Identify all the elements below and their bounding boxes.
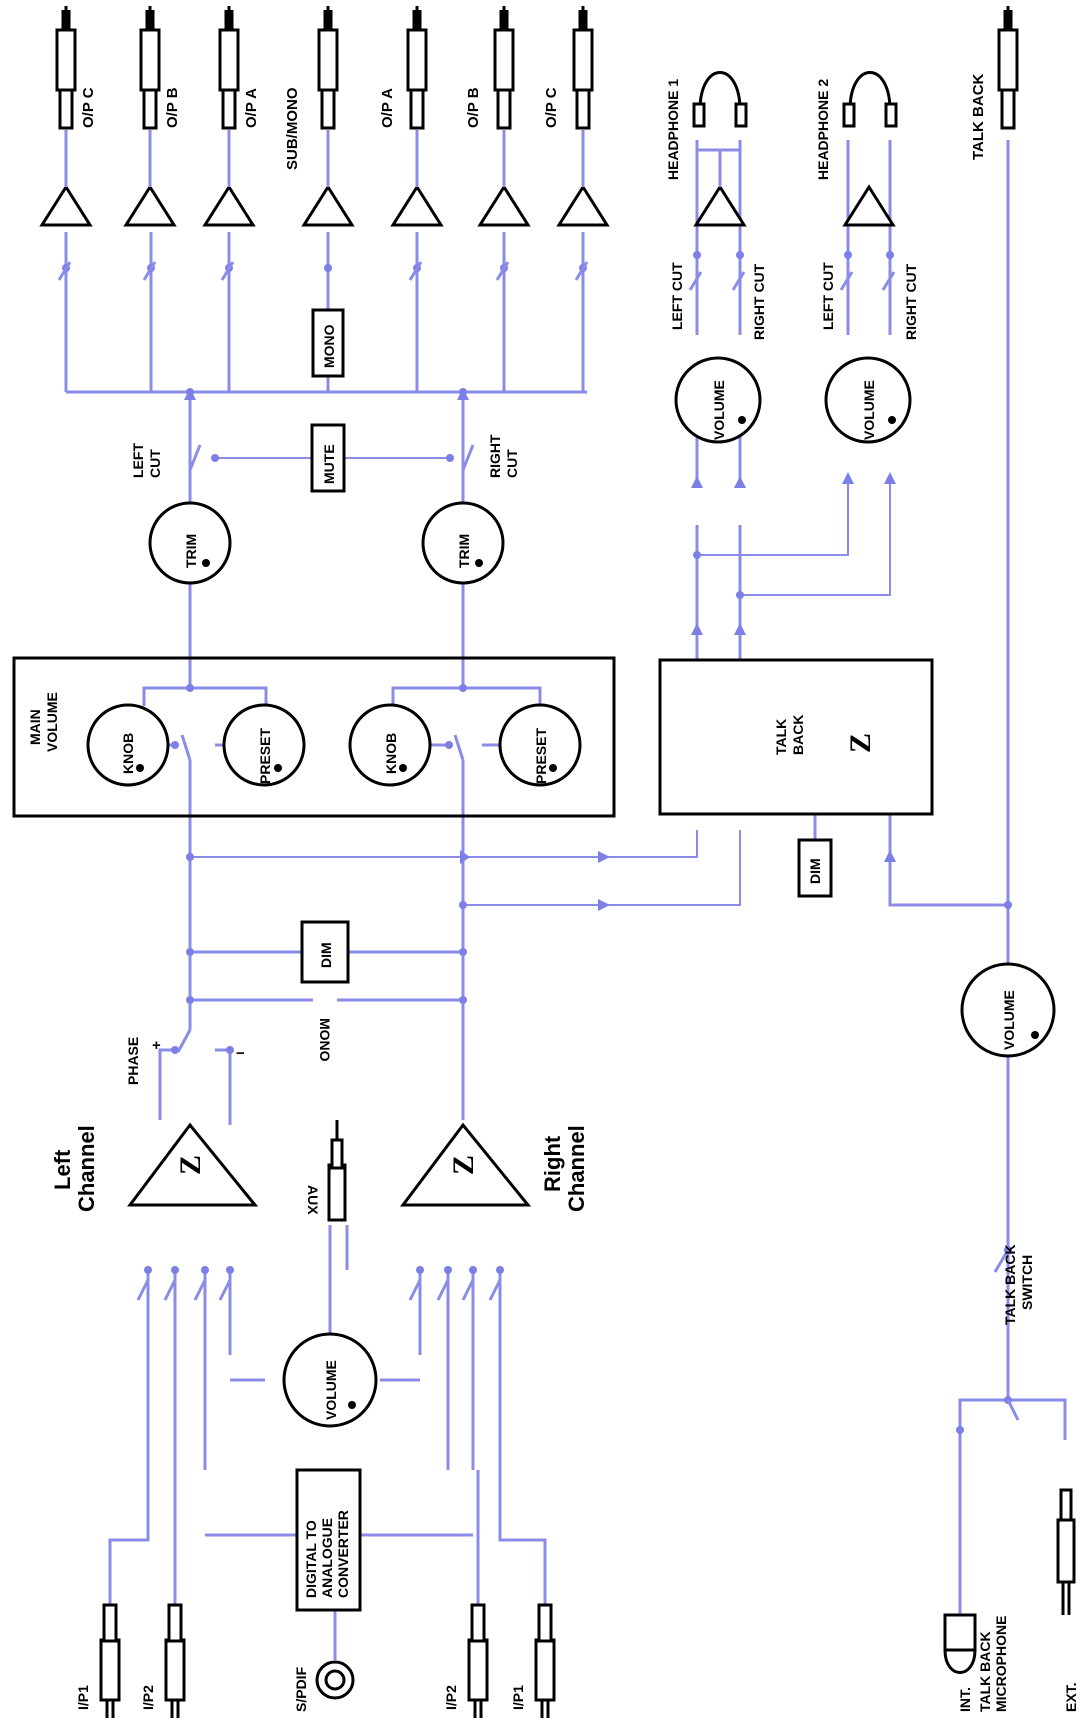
headphone-volume-knobs: VOLUME VOLUME (674, 356, 912, 444)
trim-knobs: TRIM TRIM (148, 501, 505, 585)
right-cut-label-1: RIGHT (487, 434, 503, 478)
output-jacks (55, 6, 1019, 130)
output-amplifiers (39, 184, 896, 227)
int-mic-label: INT. (957, 1687, 973, 1712)
left-trim-label: TRIM (183, 534, 199, 568)
headphone-2-label: HEADPHONE 2 (815, 79, 831, 180)
input-label-right-ip2: I/P2 (443, 1685, 459, 1710)
talkback-output-label: TALK BACK (970, 73, 987, 160)
output-label-left-op-a: O/P A (243, 88, 260, 128)
right-cut-label-2: CUT (504, 449, 520, 478)
hp1-right-cut-label: RIGHT CUT (751, 263, 767, 340)
switch-contacts (57, 261, 1020, 1421)
right-preset-label: PRESET (533, 728, 549, 784)
output-label-left-op-b: O/P B (164, 87, 181, 128)
aux-jack: AUX (305, 1120, 347, 1222)
left-channel-label-2: Channel (74, 1125, 99, 1212)
left-knob-label: KNOB (120, 733, 136, 774)
talkback-mic-label-2: MICROPHONE (993, 1616, 1009, 1712)
right-channel-label-1: Right (540, 1135, 565, 1192)
phase-plus-label: + (152, 1037, 161, 1054)
left-channel-label-1: Left (50, 1149, 75, 1190)
phase-label: PHASE (125, 1037, 141, 1085)
right-knob-label: KNOB (383, 733, 399, 774)
dac-label-2: ANALOGUE (319, 1518, 335, 1598)
main-volume-label-1: MAIN (27, 709, 43, 745)
mono-box-label: MONO (321, 324, 337, 368)
right-amp-z-symbol: Z (447, 1155, 480, 1175)
talkback-block-label-2: BACK (790, 715, 806, 755)
talkback-switch-label-1: TALK BACK (1002, 1244, 1018, 1325)
phase-mono-labels: PHASE + − MONO (125, 1018, 333, 1085)
headphone-icons (692, 71, 898, 128)
talkback-volume-label: VOLUME (1001, 990, 1017, 1050)
talkback-volume-knob: VOLUME (960, 962, 1056, 1058)
cut-labels: LEFT CUT RIGHT CUT LEFT CUT RIGHT CUT LE… (130, 262, 919, 478)
main-dim-box-label: DIM (318, 942, 334, 968)
input-label-left-ip1: I/P1 (75, 1685, 91, 1710)
hp2-volume-label: VOLUME (861, 380, 877, 440)
left-cut-label-2: CUT (147, 449, 163, 478)
talkback-microphone: TALK BACK SWITCH TALK BACK MICROPHONE IN… (943, 1244, 1079, 1712)
right-trim-label: TRIM (456, 534, 472, 568)
output-label-right-op-c: O/P C (543, 87, 560, 128)
input-jacks: I/P1 I/P2 I/P2 I/P1 (75, 1603, 556, 1718)
talkback-mic-label-1: TALK BACK (977, 1631, 993, 1712)
input-label-right-ip1: I/P1 (510, 1685, 526, 1710)
mute-box-label: MUTE (321, 444, 337, 484)
talkback-switch-label-2: SWITCH (1019, 1255, 1035, 1310)
main-volume-block: MAIN VOLUME KNOB PRESET KNOB PRESET (12, 656, 616, 818)
aux-label: AUX (305, 1185, 321, 1215)
control-boxes: MONO MUTE DIM DIM (300, 308, 833, 984)
headphone-1-label: HEADPHONE 1 (665, 79, 681, 180)
right-channel-label-2: Channel (564, 1125, 589, 1212)
input-label-left-ip2: I/P2 (140, 1685, 156, 1710)
talkback-block: TALK BACK Z (658, 658, 934, 816)
mono-switch-label: MONO (317, 1018, 333, 1062)
hp2-right-cut-label: RIGHT CUT (903, 263, 919, 340)
left-amp-z-symbol: Z (174, 1155, 207, 1175)
dac-label-1: DIGITAL TO (303, 1520, 319, 1598)
output-label-left-op-c: O/P C (80, 87, 97, 128)
dac-label-3: CONVERTER (335, 1510, 351, 1598)
channel-amplifiers: Z Z Left Channel Right Channel (50, 1122, 589, 1212)
dac-box: DIGITAL TO ANALOGUE CONVERTER (295, 1468, 362, 1612)
hp2-left-cut-label: LEFT CUT (820, 262, 836, 330)
ext-mic-label: EXT. (1063, 1682, 1079, 1712)
signal-wiring (64, 140, 1067, 1660)
spdif-connector: S/PDIF (293, 1660, 355, 1712)
output-labels: O/P C O/P B O/P A SUB/MONO O/P A O/P B O… (80, 73, 987, 180)
output-label-right-op-a: O/P A (379, 88, 396, 128)
hp1-left-cut-label: LEFT CUT (669, 262, 685, 330)
left-preset-label: PRESET (257, 728, 273, 784)
signal-arrows (184, 388, 896, 911)
phase-minus-label: − (236, 1045, 245, 1062)
amp-output-wires (64, 130, 740, 187)
spdif-label: S/PDIF (293, 1666, 309, 1712)
main-volume-label-2: VOLUME (44, 692, 60, 752)
input-volume-label: VOLUME (323, 1360, 339, 1420)
talkback-block-label-1: TALK (773, 719, 789, 755)
hp1-volume-label: VOLUME (711, 380, 727, 440)
output-label-sub-mono: SUB/MONO (284, 87, 301, 170)
talkback-z-symbol: Z (844, 733, 877, 753)
talkback-dim-box-label: DIM (807, 858, 823, 884)
output-label-right-op-b: O/P B (465, 87, 482, 128)
left-cut-label-1: LEFT (130, 443, 146, 478)
input-volume-knob: VOLUME (282, 1332, 378, 1428)
